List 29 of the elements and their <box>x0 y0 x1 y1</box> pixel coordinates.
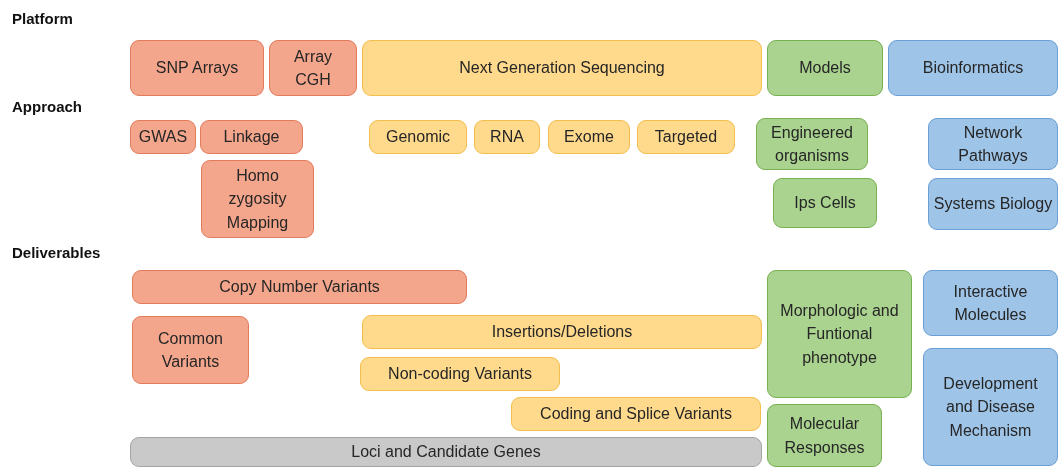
approach-box: Exome <box>548 120 630 154</box>
approach-box: GWAS <box>130 120 196 154</box>
deliverable-box: Coding and Splice Variants <box>511 397 761 431</box>
approach-box: Systems Biology <box>928 178 1058 230</box>
section-heading: Approach <box>12 98 82 115</box>
platform-box: Bioinformatics <box>888 40 1058 96</box>
approach-box: Linkage <box>200 120 303 154</box>
approach-box: Genomic <box>369 120 467 154</box>
platform-box: Next Generation Sequencing <box>362 40 762 96</box>
approach-box: Engineered organisms <box>756 118 868 170</box>
deliverable-box: Development and Disease Mechanism <box>923 348 1058 466</box>
deliverable-box: Copy Number Variants <box>132 270 467 304</box>
deliverable-box: Loci and Candidate Genes <box>130 437 762 467</box>
approach-box: Homo zygosity Mapping <box>201 160 314 238</box>
deliverable-box: Molecular Responses <box>767 404 882 467</box>
approach-box: Targeted <box>637 120 735 154</box>
deliverable-box: Interactive Molecules <box>923 270 1058 336</box>
platform-box: Array CGH <box>269 40 357 96</box>
deliverable-box: Insertions/Deletions <box>362 315 762 349</box>
deliverable-box: Non-coding Variants <box>360 357 560 391</box>
deliverable-box: Morphologic and Funtional phenotype <box>767 270 912 398</box>
approach-box: Ips Cells <box>773 178 877 228</box>
approach-box: RNA <box>474 120 540 154</box>
section-heading: Deliverables <box>12 244 101 261</box>
platform-box: Models <box>767 40 883 96</box>
deliverable-box: Common Variants <box>132 316 249 384</box>
approach-box: Network Pathways <box>928 118 1058 170</box>
platform-box: SNP Arrays <box>130 40 264 96</box>
section-heading: Platform <box>12 10 73 27</box>
